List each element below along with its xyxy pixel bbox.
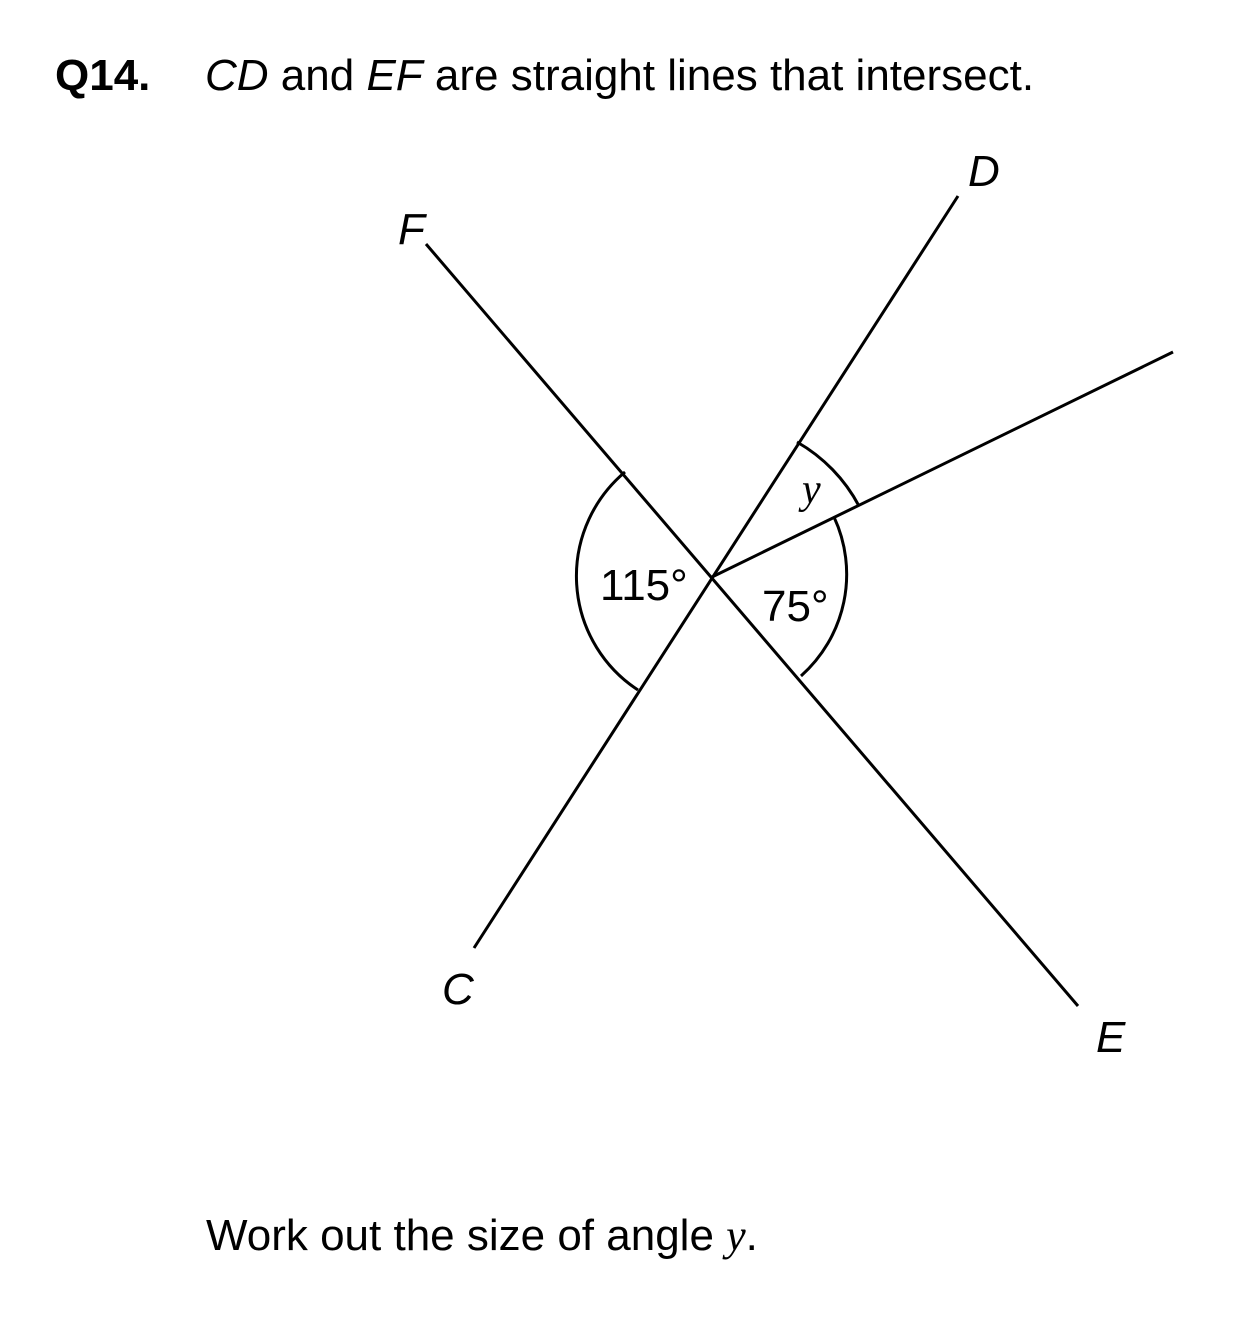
line-ef-label: EF <box>366 51 423 100</box>
instruction-variable: y <box>726 1211 746 1260</box>
line-cd-label: CD <box>205 51 269 100</box>
point-label-f: F <box>398 205 427 254</box>
point-label-d: D <box>968 147 1000 196</box>
instruction: Work out the size of angle y. <box>206 1208 758 1264</box>
line-ef <box>424 243 1080 1007</box>
instruction-end: . <box>745 1211 758 1260</box>
point-label-e: E <box>1096 1013 1126 1062</box>
question-statement: are straight lines that intersect. <box>422 51 1035 100</box>
arc-y <box>796 440 861 507</box>
line-cd <box>472 195 960 949</box>
question-header: Q14. CD and EF are straight lines that in… <box>55 48 1034 104</box>
extra-ray <box>711 350 1174 579</box>
angle-label-115: 115° <box>600 561 688 610</box>
question-number: Q14. <box>55 51 151 100</box>
angle-label-y: y <box>798 467 821 513</box>
arc-75 <box>800 516 849 678</box>
point-label-c: C <box>442 965 475 1014</box>
instruction-text: Work out the size of angle <box>206 1211 727 1260</box>
angle-label-75: 75° <box>762 582 829 631</box>
arc-115 <box>574 470 639 692</box>
connector-text: and <box>268 51 367 100</box>
